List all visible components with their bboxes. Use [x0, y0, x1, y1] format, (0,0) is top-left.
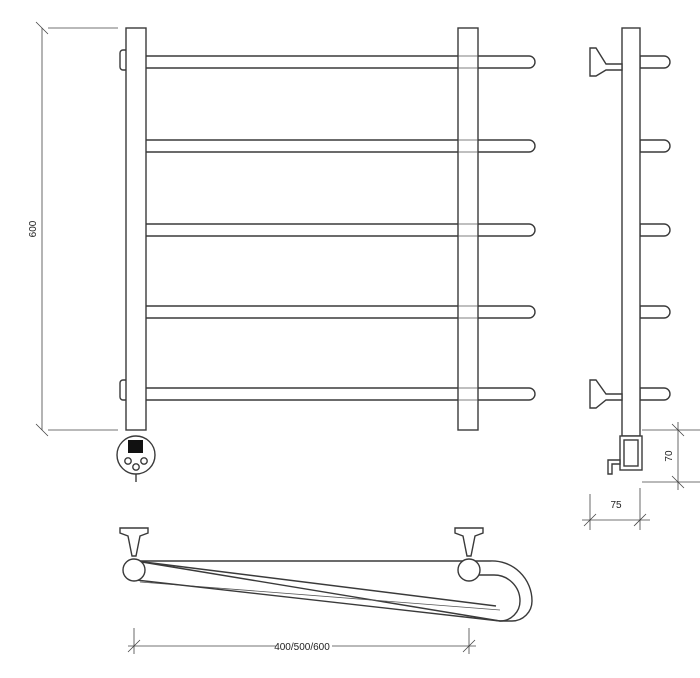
depth-label: 75 [610, 500, 622, 511]
side-heater-box [607, 435, 643, 475]
side-bar-stubs [639, 55, 671, 401]
rail-bar-4 [139, 305, 536, 319]
heater-button-left [124, 457, 132, 465]
heater-control [116, 435, 156, 482]
height-label: 600 [28, 220, 39, 237]
rail-bar-2 [139, 139, 536, 153]
side-wall-mount-bottom [589, 379, 623, 409]
connector-label: 70 [664, 450, 675, 462]
side-heater-cable [607, 459, 621, 475]
top-wall-mount-left [119, 527, 149, 557]
heater-button-right [140, 457, 148, 465]
rail-bar-5 [139, 387, 536, 401]
top-bar-loop [135, 574, 521, 622]
heater-display [128, 440, 143, 453]
depth-dimension: 75 [582, 488, 650, 530]
rail-bars [139, 55, 536, 401]
height-dimension: 600 [28, 21, 118, 437]
top-wall-mount-right [454, 527, 484, 557]
front-view: 600 [28, 21, 536, 482]
top-view: 400/500/600 [119, 527, 533, 654]
rail-bar-3 [139, 223, 536, 237]
top-upright-left [122, 558, 146, 582]
side-heater-inner [623, 439, 639, 467]
width-label: 400/500/600 [274, 642, 330, 653]
heater-button-bottom [132, 463, 140, 471]
left-upright [125, 27, 147, 431]
side-view: 70 75 [582, 27, 700, 530]
rail-bar-1 [139, 55, 536, 69]
connector-dimension: 70 [642, 422, 700, 490]
top-upright-right [457, 558, 481, 582]
side-wall-mount-top [589, 47, 623, 77]
right-upright [457, 27, 479, 431]
side-upright [621, 27, 641, 437]
top-bar-outer [135, 560, 533, 622]
width-dimension: 400/500/600 [127, 628, 476, 654]
